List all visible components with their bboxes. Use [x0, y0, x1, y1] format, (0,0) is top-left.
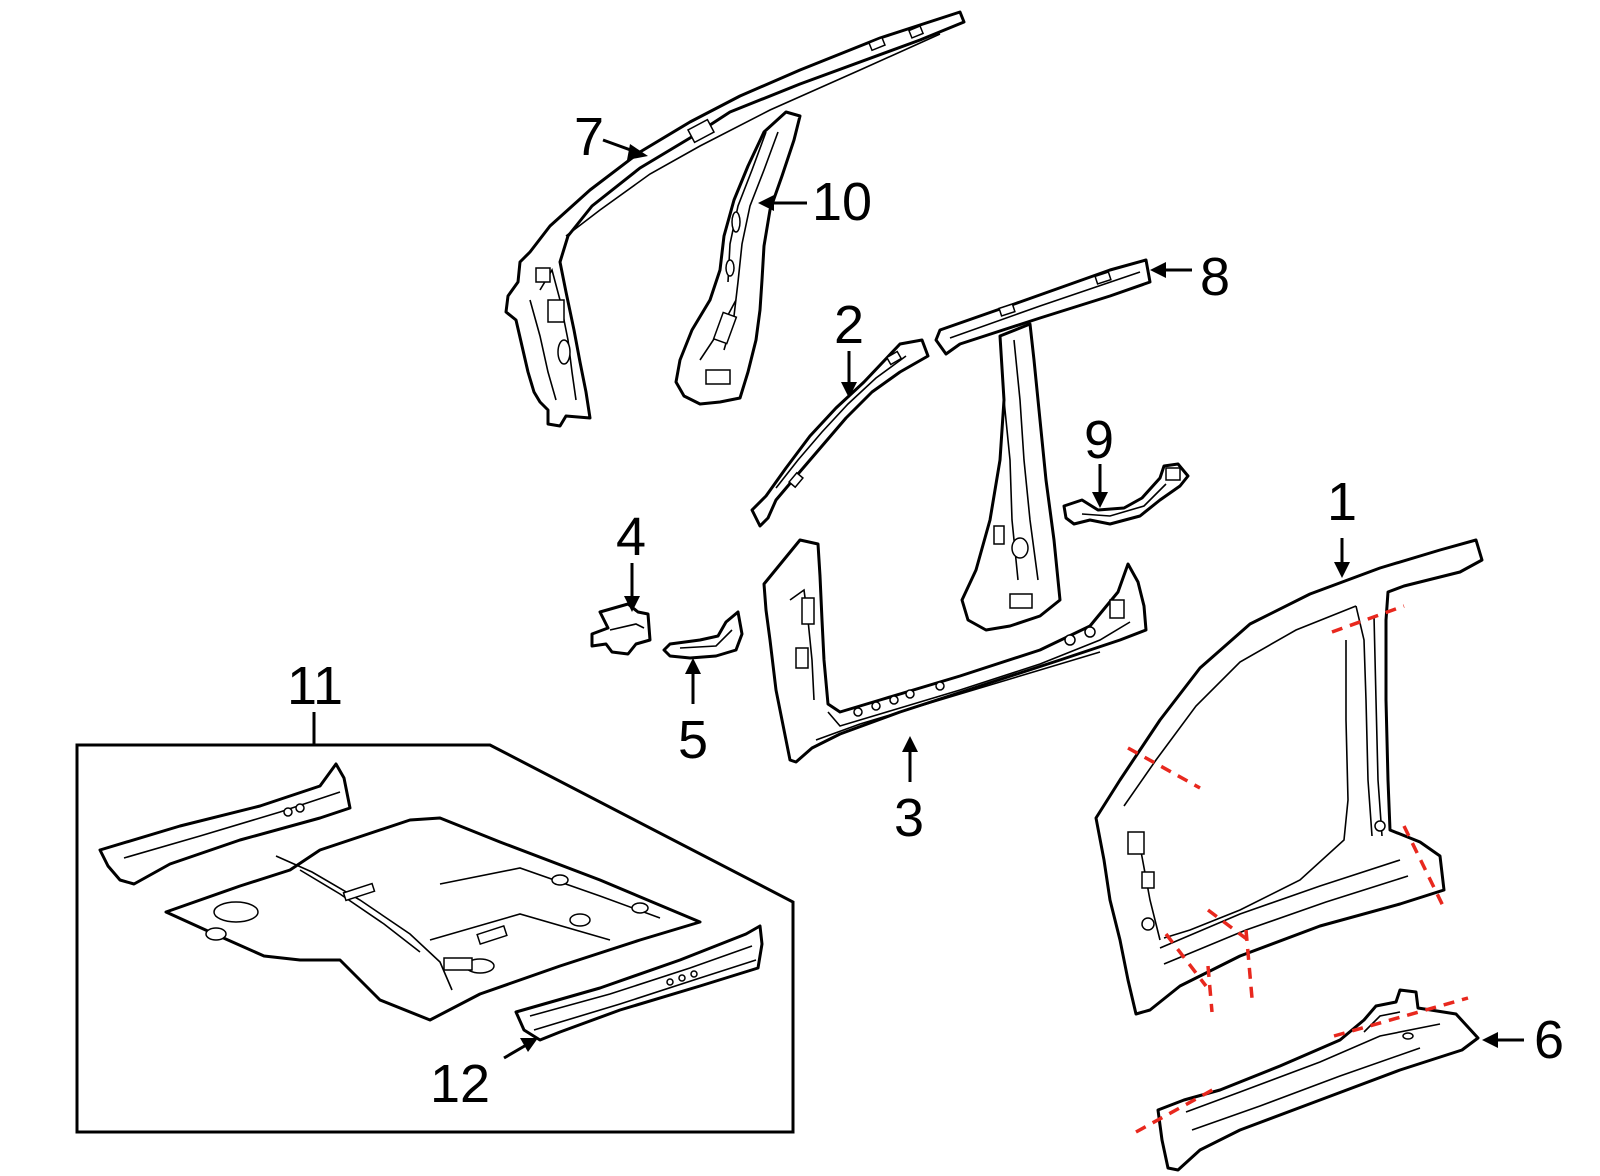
callout-4: 4 [616, 507, 646, 567]
leader-arrows [503, 138, 1524, 1060]
b-pillar-inner [960, 322, 1062, 632]
part-3-rocker-inner [762, 538, 1148, 764]
callout-5: 5 [678, 710, 708, 770]
callout-9: 9 [1084, 410, 1114, 470]
part-11-inset [75, 712, 795, 1134]
callout-6: 6 [1534, 1010, 1564, 1070]
callout-11: 11 [287, 656, 343, 716]
callout-12: 12 [430, 1054, 490, 1114]
part-9-bracket [1062, 462, 1190, 526]
part-8-roof-cross-rail [934, 258, 1152, 356]
callout-10: 10 [812, 172, 872, 232]
callout-7: 7 [574, 107, 604, 167]
cut-lines-part-1 [1127, 604, 1446, 1013]
callout-8: 8 [1200, 247, 1230, 307]
part-10-pillar-inner [674, 110, 802, 406]
cut-lines-part-6 [1135, 996, 1469, 1134]
part-2-roof-side-inner [750, 338, 930, 528]
callout-2: 2 [834, 295, 864, 355]
part-4-bracket [590, 602, 652, 656]
callout-3: 3 [894, 788, 924, 848]
callout-labels: 7 10 8 2 9 4 1 11 5 3 6 12 [287, 107, 1564, 1114]
callout-1: 1 [1327, 472, 1357, 532]
part-5-brace [662, 610, 744, 660]
part-1-body-side-outer [1094, 538, 1484, 1016]
part-6-rocker-outer [1156, 988, 1480, 1172]
part-7-roof-rail [504, 10, 966, 428]
